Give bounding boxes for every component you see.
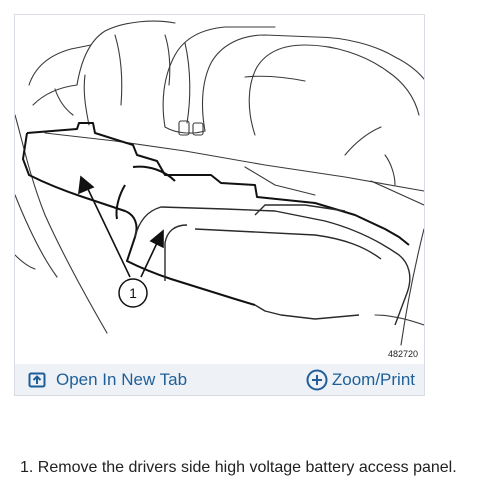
callout-number: 1: [129, 285, 137, 301]
instruction-step: 1. Remove the drivers side high voltage …: [20, 459, 457, 476]
plus-circle-icon: [306, 369, 328, 390]
figure-id: 482720: [387, 349, 418, 359]
figure-toolbar: Open In New Tab Zoom/Print: [15, 364, 424, 395]
open-in-new-tab-button[interactable]: Open In New Tab: [28, 364, 187, 395]
zoom-print-button[interactable]: Zoom/Print: [306, 364, 415, 395]
figure-card: 1 482720 Open In New Tab Zoom/Print: [14, 14, 425, 396]
open-in-new-tab-icon: [28, 372, 46, 387]
battery-panel-illustration: 1: [15, 20, 424, 346]
open-in-new-tab-label: Open In New Tab: [56, 369, 188, 389]
zoom-print-label: Zoom/Print: [331, 369, 415, 389]
